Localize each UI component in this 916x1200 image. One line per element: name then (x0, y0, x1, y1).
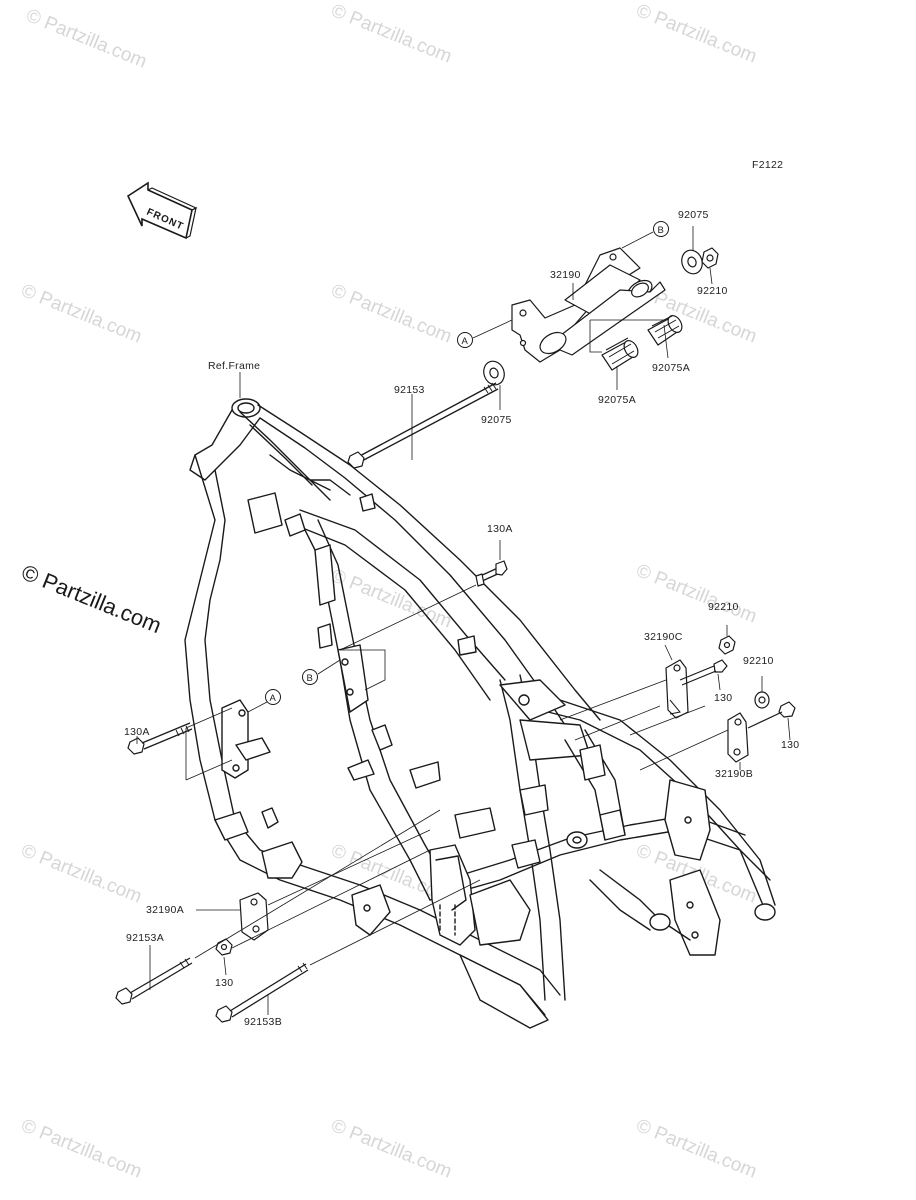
front-arrow-icon: FRONT (126, 181, 198, 240)
rubber-92075-top (681, 249, 703, 275)
nut-92210-top (701, 247, 719, 269)
watermark: © Partzilla.com (328, 280, 455, 347)
part-label: 32190 (550, 269, 581, 281)
bolt-130-mid (679, 659, 728, 686)
part-label: 92075A (652, 362, 690, 374)
part-label: 92153A (126, 932, 164, 944)
bolt-92153a (115, 957, 193, 1005)
part-label: 92075 (678, 209, 709, 221)
engine-mount-bracket-32190 (511, 247, 666, 363)
callout-a-top: A (457, 319, 513, 348)
bushing-92075a-left (601, 337, 639, 371)
watermark: © Partzilla.com (633, 560, 760, 627)
part-label: 92075 (481, 414, 512, 426)
motorcycle-frame (184, 398, 776, 1029)
diagram-code: F2122 (752, 159, 783, 171)
bolt-130-right (747, 701, 796, 729)
part-label: 130A (124, 726, 150, 738)
bracket-32190b (727, 712, 749, 763)
bolt-92153 (347, 382, 499, 469)
watermarks: © Partzilla.com © Partzilla.com © Partzi… (18, 0, 760, 1182)
nut-92210-mid2 (754, 691, 770, 709)
part-label: 32190C (644, 631, 683, 643)
bushing-92075a-right (647, 315, 683, 346)
bracket-32190a (239, 892, 269, 941)
watermark: © Partzilla.com (633, 1115, 760, 1182)
part-label: 92210 (697, 285, 728, 297)
part-labels: 92075 92210 32190 92075A 92075A 92075 92… (124, 209, 799, 1028)
watermark: © Partzilla.com (328, 1115, 455, 1182)
part-label: 92210 (743, 655, 774, 667)
part-label: 130 (781, 739, 799, 751)
callout-a-mid: A (247, 689, 281, 713)
svg-text:B: B (658, 225, 665, 236)
watermark: © Partzilla.com (328, 0, 455, 67)
svg-text:A: A (270, 693, 277, 704)
part-label: 92153B (244, 1016, 282, 1028)
rubber-92075-mid (483, 360, 505, 386)
bolt-130a-left (127, 722, 193, 755)
part-label: 92153 (394, 384, 425, 396)
part-label: 32190B (715, 768, 753, 780)
svg-text:A: A (462, 336, 469, 347)
nut-92210-mid1 (718, 635, 736, 655)
part-label: 130 (714, 692, 732, 704)
ref-frame-label: Ref.Frame (208, 360, 260, 372)
watermark: © Partzilla.com (23, 5, 150, 72)
part-label: 92210 (708, 601, 739, 613)
bracket-32190c (665, 659, 689, 719)
part-label: 130 (215, 977, 233, 989)
callout-b-top: B (621, 221, 669, 249)
part-label: 92075A (598, 394, 636, 406)
watermark-prominent: © Partzilla.com (18, 559, 165, 638)
watermark: © Partzilla.com (18, 1115, 145, 1182)
svg-text:B: B (307, 673, 314, 684)
callout-b-mid: B (302, 659, 341, 685)
bolt-92153b (215, 962, 309, 1023)
watermark: © Partzilla.com (18, 280, 145, 347)
part-label: 130A (487, 523, 513, 535)
watermark: © Partzilla.com (18, 840, 145, 907)
watermark: © Partzilla.com (633, 0, 760, 67)
part-label: 32190A (146, 904, 184, 916)
bolt-130a-top (475, 560, 508, 587)
nut-130-bottom (215, 938, 233, 956)
